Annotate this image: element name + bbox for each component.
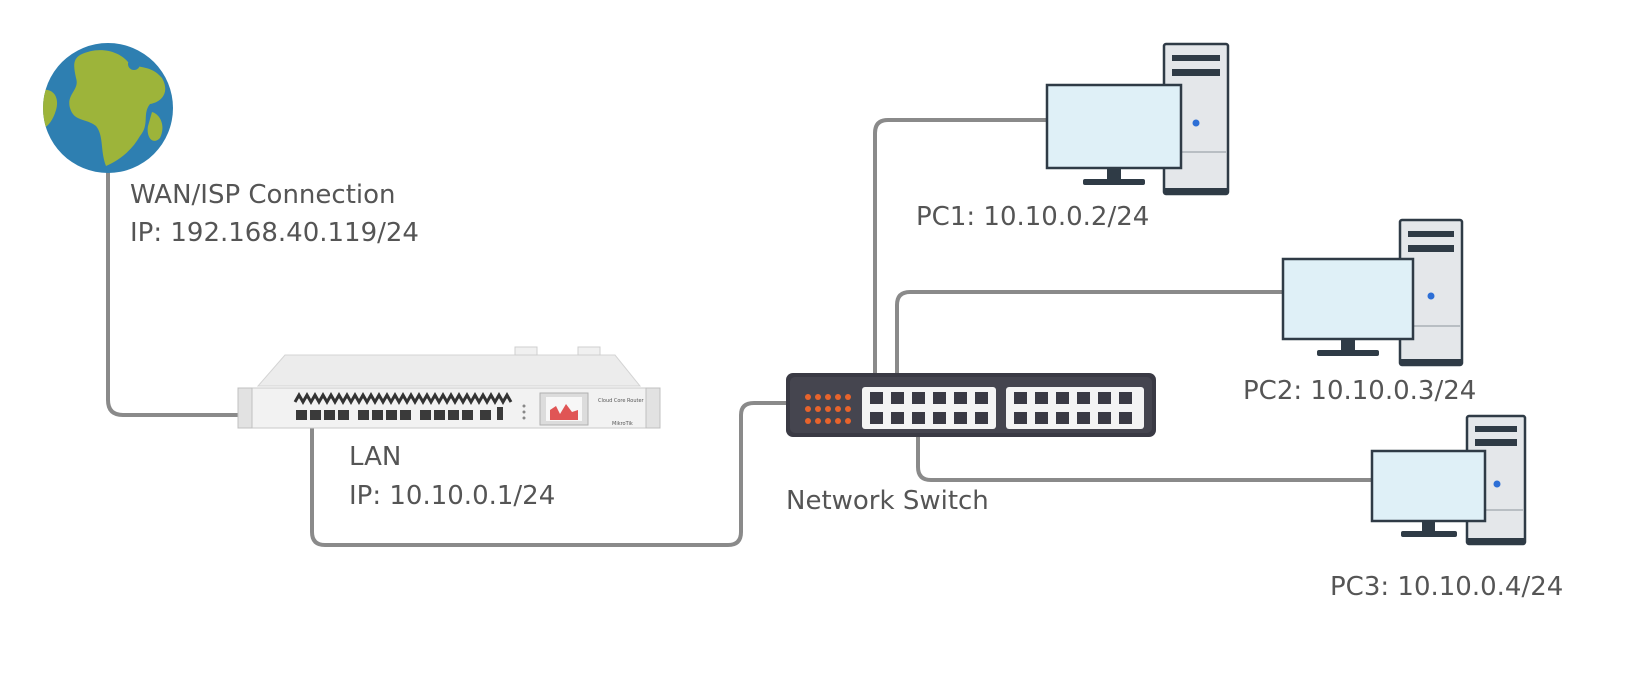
cables xyxy=(106,118,1374,547)
cable-switch-to-pc3 xyxy=(916,418,1374,482)
pc3-label: PC3: 10.10.0.4/24 xyxy=(1330,572,1564,602)
lan-label-title: LAN xyxy=(349,442,402,472)
pc2-computer-icon xyxy=(1281,218,1464,367)
network-switch-device xyxy=(786,373,1156,437)
wan-label-title: WAN/ISP Connection xyxy=(130,180,396,210)
wan-ip-label: IP: 192.168.40.119/24 xyxy=(130,218,419,248)
pc3-computer-icon xyxy=(1370,414,1527,546)
lan-ip-label: IP: 10.10.0.1/24 xyxy=(349,481,556,511)
globe-icon xyxy=(43,43,173,173)
cable-switch-to-pc2 xyxy=(895,290,1285,397)
cable-router-to-switch xyxy=(310,401,788,547)
router-ports xyxy=(296,407,503,420)
switch-status-leds xyxy=(805,394,851,424)
cable-switch-to-pc1 xyxy=(873,118,1049,397)
pc2-label: PC2: 10.10.0.3/24 xyxy=(1243,376,1477,406)
cable-wan-to-router xyxy=(106,168,302,417)
router-brand-text: MikroTik xyxy=(612,421,633,427)
switch-label: Network Switch xyxy=(786,486,989,516)
pc1-computer-icon xyxy=(1045,42,1230,196)
switch-ports xyxy=(870,392,1132,424)
router-device: Cloud Core Router MikroTik xyxy=(237,346,661,429)
pc1-label: PC1: 10.10.0.2/24 xyxy=(916,202,1150,232)
router-model-text: Cloud Core Router xyxy=(598,398,645,404)
